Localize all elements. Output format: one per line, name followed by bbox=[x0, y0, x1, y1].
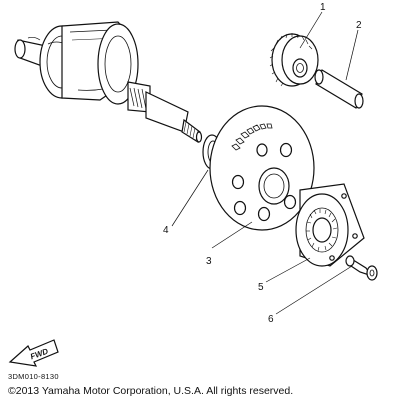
shaft-pin-part-2 bbox=[314, 69, 364, 109]
callout-5: 5 bbox=[258, 282, 264, 293]
callout-2: 2 bbox=[356, 20, 362, 31]
leader-lines bbox=[171, 11, 359, 315]
starter-gear-part-1 bbox=[269, 33, 319, 87]
diagram-code: 3DM010-8130 bbox=[8, 372, 59, 381]
callout-1: 1 bbox=[320, 2, 326, 13]
callout-6: 6 bbox=[268, 314, 274, 325]
forward-direction-badge: FWD bbox=[8, 339, 59, 367]
callout-4: 4 bbox=[163, 225, 169, 236]
crankshaft-assembly bbox=[14, 21, 203, 143]
copyright-notice: ©2013 Yamaha Motor Corporation, U.S.A. A… bbox=[8, 385, 294, 397]
one-way-clutch-part-5 bbox=[295, 183, 365, 267]
bolt-part-6 bbox=[345, 255, 378, 281]
callout-3: 3 bbox=[206, 256, 212, 267]
clutch-plate-part-3 bbox=[209, 105, 315, 231]
